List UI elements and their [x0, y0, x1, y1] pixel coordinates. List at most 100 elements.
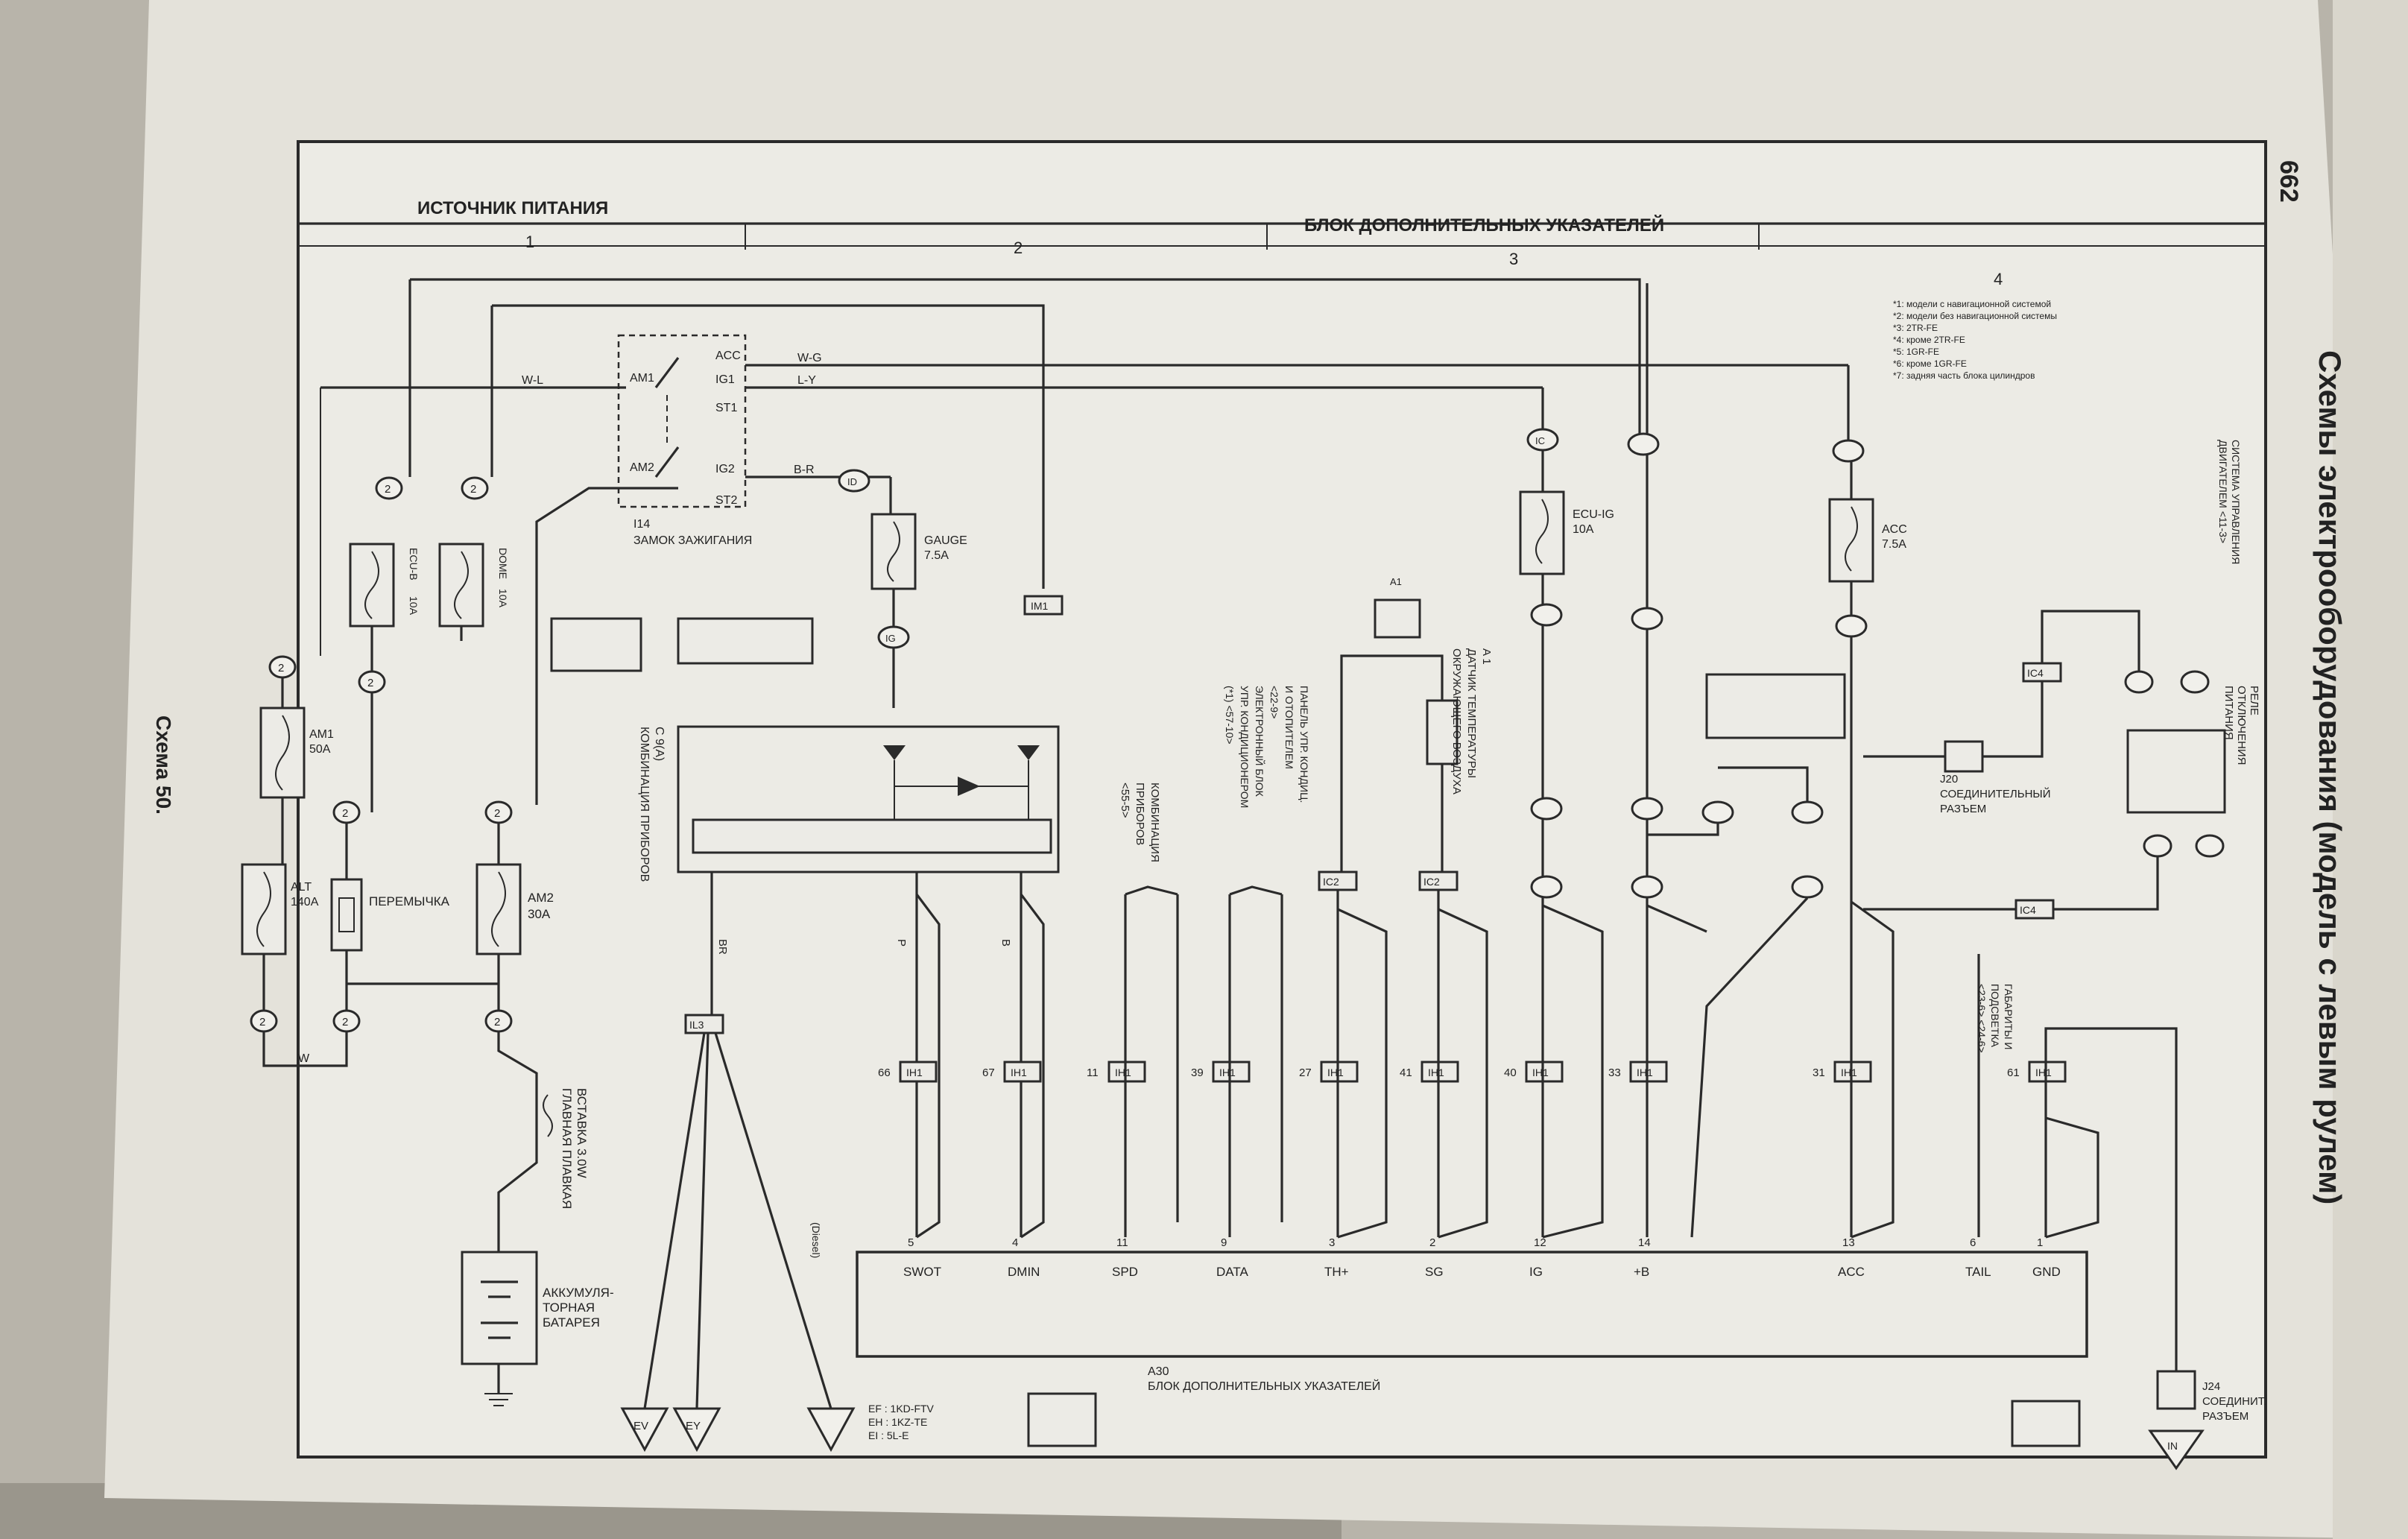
note-6: *6: кроме 1GR-FE: [1893, 358, 1967, 369]
wire-label-br: B-R: [794, 464, 815, 476]
wire-label-wl: W-L: [522, 374, 543, 387]
svg-text:AM1: AM1: [309, 728, 334, 741]
fuse-dome: DOME 10A: [438, 543, 509, 641]
footnotes: *1: модели с навигационной системой *2: …: [1893, 299, 2057, 381]
svg-text:AM2: AM2: [630, 461, 654, 474]
connector-c9-picture: [677, 617, 814, 665]
svg-text:B: B: [999, 939, 1012, 947]
wire-label-wg: W-G: [797, 352, 822, 364]
ih1-connector: [1107, 1061, 1146, 1083]
conn-num: 2: [342, 1016, 348, 1028]
svg-text:ВСТАВКА 3.0W: ВСТАВКА 3.0W: [575, 1088, 589, 1178]
a30-pin-number: 11: [1116, 1236, 1128, 1249]
speed-data-wires: КОМБИНАЦИЯ ПРИБОРОВ <55-5> ПАНЕЛЬ УПР. К…: [1119, 686, 1310, 1237]
battery: АККУМУЛЯ- ТОРНАЯ БАТАРЕЯ: [461, 1251, 614, 1406]
svg-text:ST1: ST1: [715, 402, 737, 414]
connector-j20-picture: [1705, 673, 1846, 739]
ih1-connector: [2028, 1061, 2067, 1083]
ih1-pin-number: 31: [1813, 1066, 1825, 1079]
note-7: *7: задняя часть блока цилиндров: [1893, 370, 2035, 381]
conn-ic2: IC2: [1323, 876, 1339, 888]
svg-text:<55-5>: <55-5>: [1119, 783, 1131, 818]
a30-pin-name: SPD: [1112, 1265, 1138, 1279]
conn-num: 2: [259, 1016, 265, 1028]
note-2: *2: модели без навигационной системы: [1893, 311, 2057, 321]
ih1-pin-number: 39: [1191, 1066, 1204, 1079]
a30-pin-number: 13: [1842, 1236, 1855, 1249]
ih1-label: IH1: [906, 1066, 923, 1078]
a30-pin-number: 9: [1221, 1236, 1227, 1249]
conn-num: 2: [494, 807, 500, 820]
ih1-connector: [1629, 1061, 1668, 1083]
ih1-label: IH1: [1532, 1066, 1549, 1078]
wire-label-ly: L-Y: [797, 374, 816, 387]
svg-text:140A: 140A: [291, 896, 319, 908]
svg-text:ЗАМОК ЗАЖИГАНИЯ: ЗАМОК ЗАЖИГАНИЯ: [633, 534, 752, 547]
ih1-connector: [1212, 1061, 1251, 1083]
svg-text:EF : 1KD-FTV: EF : 1KD-FTV: [868, 1403, 935, 1415]
svg-text:БАТАРЕЯ: БАТАРЕЯ: [543, 1315, 600, 1330]
ih1-pin-number: 33: [1608, 1066, 1621, 1079]
svg-text:УПР. КОНДИЦИОНЕРОМ: УПР. КОНДИЦИОНЕРОМ: [1239, 686, 1251, 808]
a30-pin-name: SG: [1425, 1265, 1444, 1279]
ih1-label: IH1: [1841, 1066, 1857, 1078]
ih1-pin-number: 41: [1400, 1066, 1412, 1079]
svg-text:DOME: DOME: [497, 548, 509, 579]
main-fusible-link: ГЛАВНАЯ ПЛАВКАЯ ВСТАВКА 3.0W: [497, 1021, 589, 1252]
column-2: 2: [1014, 238, 1023, 257]
a30-pin-name: ACC: [1838, 1265, 1865, 1279]
svg-text:P: P: [895, 939, 908, 947]
svg-text:30A: 30A: [528, 907, 551, 921]
svg-text:IG2: IG2: [715, 463, 735, 475]
svg-text:10A: 10A: [408, 596, 420, 616]
conn-id: [838, 469, 870, 493]
a30-pin-name: DATA: [1216, 1265, 1248, 1279]
ih1-label: IH1: [1011, 1066, 1027, 1078]
conn-ic4: IC4: [2027, 667, 2044, 679]
column-3: 3: [1509, 250, 1518, 268]
svg-text:ГАБАРИТЫ И: ГАБАРИТЫ И: [2003, 984, 2014, 1050]
diagram-frame: [297, 140, 2267, 1459]
svg-text:IG1: IG1: [715, 373, 735, 386]
svg-text:РЕЛЕ: РЕЛЕ: [2248, 686, 2260, 715]
svg-text:50A: 50A: [309, 743, 331, 756]
svg-text:I14: I14: [633, 518, 650, 531]
a30-pin-name: +B: [1634, 1265, 1649, 1279]
svg-text:10A: 10A: [1573, 523, 1594, 536]
cluster-output-wires: IL3 P B BR: [643, 872, 1045, 1409]
connector-i14-picture: [550, 617, 642, 672]
svg-text:ECU-IG: ECU-IG: [1573, 508, 1614, 521]
ground-in: IN: [2167, 1440, 2178, 1452]
svg-text:J20: J20: [1940, 773, 1958, 786]
ih1-label: IH1: [1637, 1066, 1653, 1078]
svg-text:<23-6> <24-6>: <23-6> <24-6>: [1976, 984, 1988, 1053]
conn-num: 2: [367, 677, 373, 689]
svg-text:AM2: AM2: [528, 891, 554, 905]
svg-text:СИСТЕМА УПРАВЛЕНИЯ: СИСТЕМА УПРАВЛЕНИЯ: [2230, 440, 2242, 564]
note-1: *1: модели с навигационной системой: [1893, 299, 2051, 309]
ih1-connector: [1421, 1061, 1459, 1083]
a30-pin-number: 1: [2037, 1236, 2043, 1249]
svg-text:7.5A: 7.5A: [924, 549, 949, 562]
column-1: 1: [525, 233, 534, 251]
svg-text:ПАНЕЛЬ УПР. КОНДИЦ.: ПАНЕЛЬ УПР. КОНДИЦ.: [1298, 686, 1310, 803]
a30-block: A30 БЛОК ДОПОЛНИТЕЛЬНЫХ УКАЗАТЕЛЕЙ: [856, 1251, 2088, 1447]
svg-text:ДАТЧИК ТЕМПЕРАТУРЫ: ДАТЧИК ТЕМПЕРАТУРЫ: [1465, 648, 1478, 778]
header-left: ИСТОЧНИК ПИТАНИЯ: [417, 198, 608, 218]
ih1-pin-number: 11: [1087, 1066, 1099, 1079]
conn-id-label: ID: [847, 476, 857, 487]
svg-text:КОМБИНАЦИЯ: КОМБИНАЦИЯ: [1148, 783, 1161, 862]
svg-text:AM1: AM1: [630, 372, 654, 385]
svg-text:EH : 1KZ-TE: EH : 1KZ-TE: [868, 1416, 927, 1428]
tail-gnd-wires: ГАБАРИТЫ И ПОДСВЕТКА <23-6> <24-6> IN J2…: [1976, 954, 2266, 1470]
ih1-connector: [1833, 1061, 1872, 1083]
svg-text:ЭЛЕКТРОННЫЙ БЛОК: ЭЛЕКТРОННЫЙ БЛОК: [1254, 686, 1266, 797]
conn-num: 2: [385, 483, 391, 496]
a30-pin-name: SWOT: [903, 1265, 941, 1279]
note-3: *3: 2TR-FE: [1893, 323, 1938, 333]
header-right: БЛОК ДОПОЛНИТЕЛЬНЫХ УКАЗАТЕЛЕЙ: [1304, 215, 1664, 236]
svg-text:ПРИБОРОВ: ПРИБОРОВ: [1134, 783, 1146, 845]
svg-text:7.5A: 7.5A: [1882, 538, 1906, 551]
